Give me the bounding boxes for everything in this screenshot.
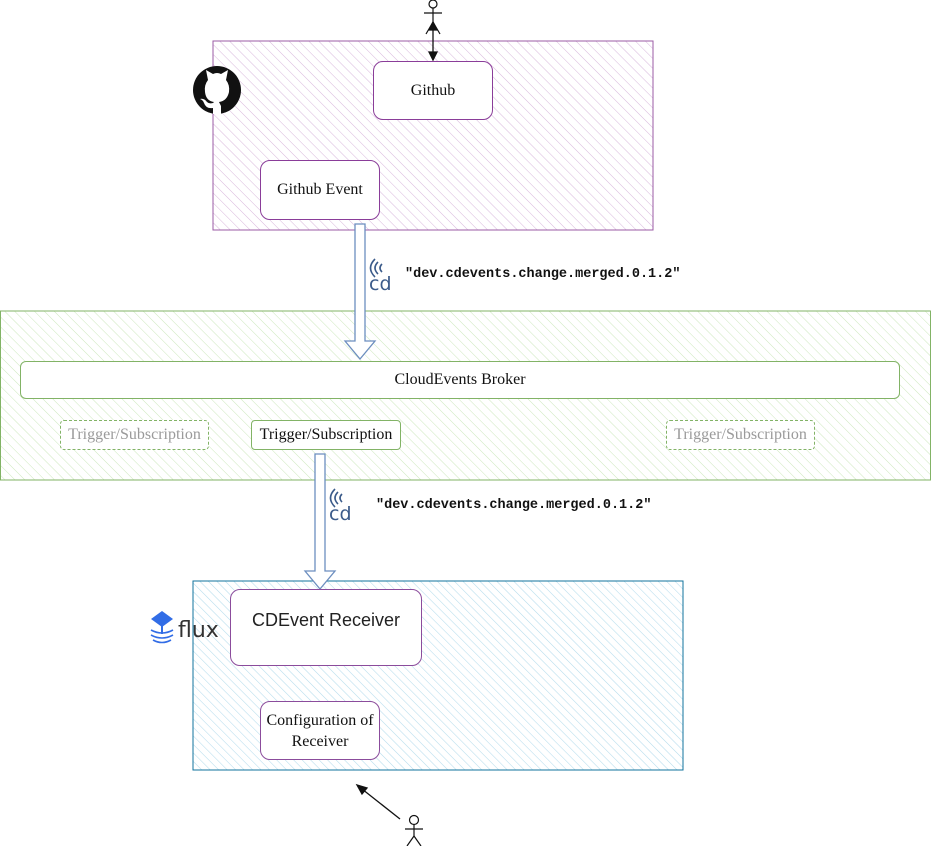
event-type-top-label: "dev.cdevents.change.merged.0.1.2" <box>405 267 681 282</box>
github-event-label: Github Event <box>277 181 363 198</box>
cloudevents-broker-box[interactable]: CloudEvents Broker <box>20 361 900 399</box>
event-type-bottom-label: "dev.cdevents.change.merged.0.1.2" <box>376 498 652 513</box>
trigger-active-label: Trigger/Subscription <box>259 426 393 443</box>
github-box-label: Github <box>410 81 456 99</box>
flux-logo-icon <box>150 611 174 644</box>
trigger-active-box[interactable]: Trigger/Subscription <box>251 420 401 450</box>
cdevents-logo-top-icon <box>369 258 383 278</box>
cloudevents-broker-label: CloudEvents Broker <box>394 371 526 388</box>
event-arrow-top <box>343 223 377 361</box>
operator-arrow <box>355 783 401 820</box>
trigger-right-box[interactable]: Trigger/Subscription <box>666 420 815 450</box>
cdevents-logo-bottom-text: cd <box>329 503 352 525</box>
trigger-right-label: Trigger/Subscription <box>674 426 807 443</box>
cdevent-receiver-label: CDEvent Receiver <box>251 610 401 630</box>
cdevents-logo-bottom-icon <box>329 488 343 508</box>
cdevent-receiver-box[interactable]: CDEvent Receiver <box>230 589 422 666</box>
github-event-box[interactable]: Github Event <box>260 160 380 220</box>
event-arrow-bottom <box>303 453 337 591</box>
receiver-config-box[interactable]: Configuration of Receiver <box>260 701 380 760</box>
flux-logo-text: flux <box>178 618 219 643</box>
cdevents-logo-top-text: cd <box>369 273 392 295</box>
user-bottom-icon <box>405 814 423 846</box>
github-box[interactable]: Github <box>373 61 493 120</box>
trigger-left-box[interactable]: Trigger/Subscription <box>60 420 209 450</box>
receiver-config-label: Configuration of Receiver <box>266 711 374 750</box>
user-github-arrow <box>427 20 439 62</box>
github-logo-icon <box>193 66 241 114</box>
trigger-left-label: Trigger/Subscription <box>68 426 201 443</box>
